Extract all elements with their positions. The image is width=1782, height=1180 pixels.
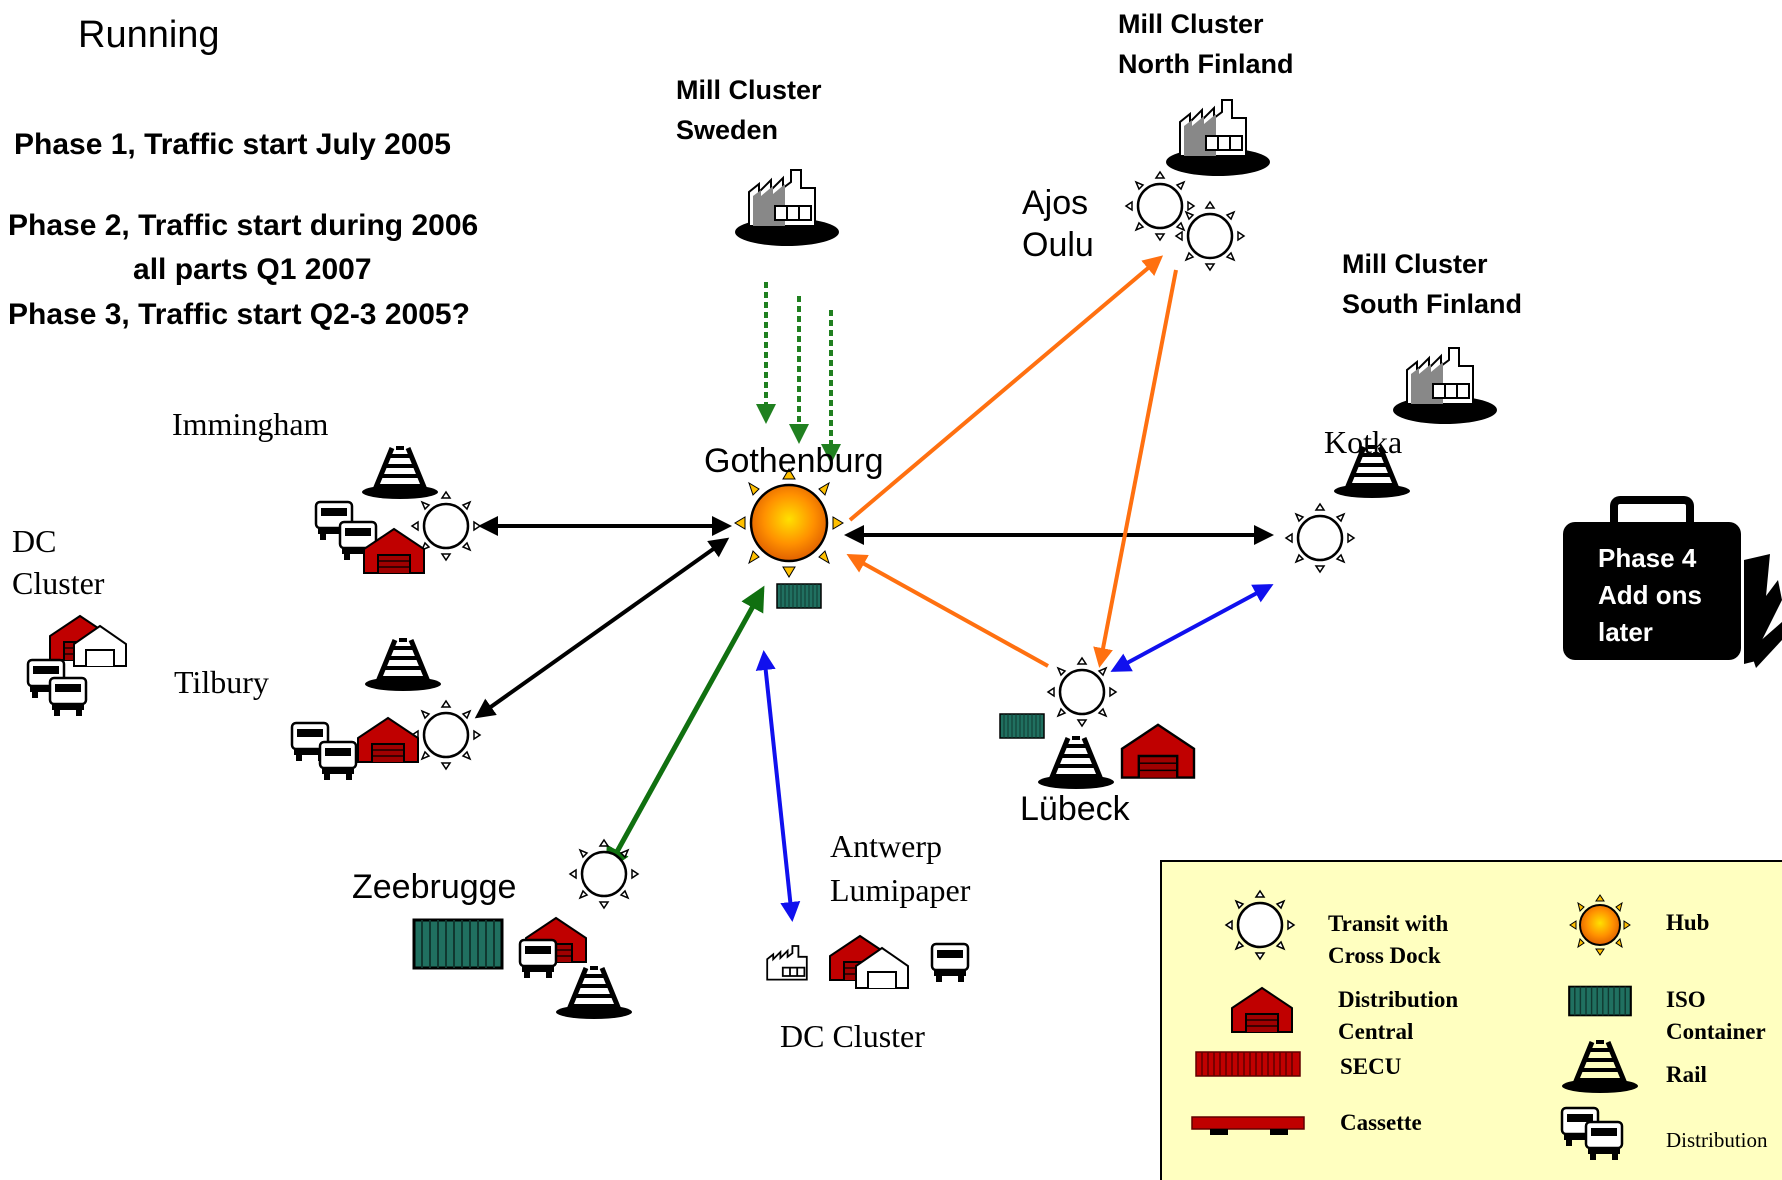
rail-icon-tilbury: [365, 640, 441, 691]
truck-icon-antwerp: [930, 942, 970, 984]
sweden-feed-arrows: [756, 282, 841, 464]
transit-icon-zeebrugge: [568, 838, 640, 910]
phase4-suitcase-edges: [1744, 554, 1782, 668]
legend-transit-label: Transit with Cross Dock: [1328, 911, 1449, 968]
legend-hub-label: Hub: [1666, 910, 1710, 935]
hub-icon-gothenburg: [734, 468, 844, 578]
rail-icon-lubeck: [1038, 738, 1114, 789]
legend-iso-container-label: ISO Container: [1666, 987, 1766, 1044]
transit-icon-lubeck: [1046, 656, 1118, 728]
status-title: Running: [78, 14, 220, 56]
legend-cassette-label: Cassette: [1340, 1110, 1422, 1135]
gothenburg-label: Gothenburg: [704, 442, 884, 480]
phase4-suitcase: [1563, 522, 1741, 660]
immingham-label: Immingham: [172, 406, 329, 442]
lubeck-label: Lübeck: [1020, 790, 1130, 828]
rail-icon-immingham: [362, 448, 438, 499]
transit-icon-tilbury: [410, 699, 482, 771]
warehouse-icon-tilbury: [357, 717, 419, 763]
transit-icon-oulu: [1174, 200, 1246, 272]
phase2-routes: [846, 255, 1178, 668]
factory-icon-south-finland: [1392, 347, 1498, 425]
zeebrugge-route: [605, 585, 765, 873]
mill-cluster-sweden-label: Mill Cluster Sweden: [676, 75, 822, 145]
phase1-routes: [474, 516, 1274, 719]
container-icon-lubeck: [999, 713, 1045, 739]
transit-icon-kotka: [1284, 502, 1356, 574]
truck-icon-tilbury-2: [318, 740, 358, 782]
truck-icon-dc-left-2: [48, 676, 88, 718]
factory-icon-sweden: [734, 169, 840, 247]
warehouse-icon-lubeck: [1120, 723, 1196, 779]
factory-icon-north-finland: [1165, 99, 1271, 177]
rail-icon-zeebrugge: [556, 968, 632, 1019]
ajos-oulu-label: Ajos Oulu: [1022, 184, 1094, 264]
phase1-label: Phase 1, Traffic start July 2005: [14, 128, 451, 161]
legend-distribution-central-label: Distribution Central: [1338, 987, 1459, 1044]
antwerp-label: Antwerp Lumipaper: [830, 828, 971, 908]
factory-icon-antwerp: [766, 945, 808, 981]
tilbury-label: Tilbury: [174, 664, 269, 700]
phase2-label: Phase 2, Traffic start during 2006 all p…: [8, 209, 479, 286]
legend-distribution-label: Distribution: [1666, 1128, 1768, 1152]
container-icon-zeebrugge: [412, 918, 504, 970]
legend-rail-label: Rail: [1666, 1062, 1707, 1087]
mill-cluster-south-finland-label: Mill Cluster South Finland: [1342, 249, 1522, 319]
phase3-routes: [755, 584, 1274, 922]
phase4-label: Phase 4 Add ons later: [1598, 543, 1702, 647]
transit-icon-ajos: [1124, 170, 1196, 242]
mill-cluster-north-finland-label: Mill Cluster North Finland: [1118, 9, 1294, 79]
truck-icon-zeebrugge: [518, 938, 558, 980]
zeebrugge-label: Zeebrugge: [352, 868, 517, 906]
phase3-label: Phase 3, Traffic start Q2-3 2005?: [8, 298, 470, 331]
dc-cluster-left-label: DC Cluster: [12, 523, 105, 601]
container-icon-gothenburg: [776, 583, 822, 609]
phase4-suitcase-handle: [1610, 496, 1694, 526]
kotka-label: Kotka: [1324, 424, 1403, 460]
legend-secu-label: SECU: [1340, 1054, 1402, 1079]
dc-cluster-bottom-label: DC Cluster: [780, 1018, 925, 1054]
